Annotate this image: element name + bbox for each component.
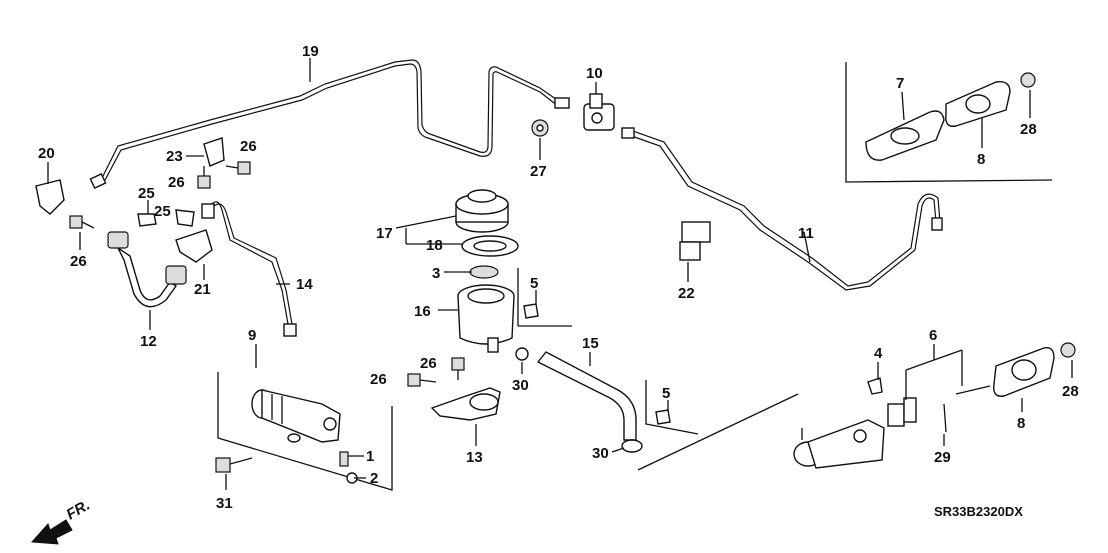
clutch-hose-12 [107,231,187,308]
front-direction-marker: FR. [30,497,93,545]
label-5-a: 5 [530,275,538,292]
label-8-a: 8 [977,151,985,168]
label-20: 20 [38,145,55,162]
label-28-b: 28 [1062,383,1079,400]
bracket-13 [430,387,501,421]
label-28-a: 28 [1020,121,1037,138]
label-26-d: 26 [420,355,437,372]
label-12: 12 [140,333,157,350]
pipe-joint-10 [583,93,615,131]
label-31: 31 [216,495,233,512]
cap-seal-18 [461,235,519,257]
label-25-a: 25 [138,185,155,202]
label-17: 17 [376,225,393,242]
label-4: 4 [874,345,883,362]
master-cylinder-frame [637,380,799,471]
diagram-code: SR33B2320DX [934,504,1023,519]
bolt-26-a [69,215,95,229]
label-18: 18 [426,237,443,254]
clip-4 [867,377,883,395]
clip-25-b [175,209,195,227]
label-9: 9 [248,327,256,344]
bracket-22 [679,221,711,261]
label-6: 6 [929,327,937,344]
ring-3 [469,265,499,279]
clip-5-b [655,409,671,425]
pushrod-6 [905,349,991,400]
gasket-7 [865,110,945,161]
plate-8-b [993,347,1055,397]
label-1: 1 [366,448,374,465]
label-11: 11 [798,225,814,242]
label-29: 29 [934,449,951,466]
label-21: 21 [194,281,211,298]
label-25-b: 25 [154,203,171,220]
reservoir-16 [457,284,515,353]
label-14: 14 [296,276,313,293]
slave-cylinder-9 [251,389,341,443]
front-marker-text: FR. [64,497,93,524]
clip-5-a [523,303,539,319]
clamp-30-b [621,439,643,453]
label-3: 3 [432,265,440,282]
label-5-b: 5 [662,385,670,402]
label-7: 7 [896,75,904,92]
label-16: 16 [414,303,431,320]
bolt-26-d [451,357,465,380]
clutch-pipe-14 [201,201,297,337]
pin-29 [943,403,947,433]
label-22: 22 [678,285,695,302]
nut-28-a [1020,72,1036,88]
label-8-b: 8 [1017,415,1025,432]
master-cylinder [793,397,917,469]
label-30-b: 30 [592,445,609,462]
label-19: 19 [302,43,319,60]
bracket-23 [203,137,225,167]
label-26-b: 26 [168,174,185,191]
leader-lines [47,58,1073,490]
part-labels: 19 10 27 20 23 26 26 25 25 26 21 14 12 1… [38,43,1079,512]
bolt-31 [215,457,253,473]
slave-cylinder-frame [217,372,393,491]
bracket-21 [175,229,213,263]
reservoir-cap-17 [455,189,509,233]
label-26-c: 26 [70,253,87,270]
bolt-26-e [407,373,437,387]
nut-27 [531,119,549,137]
bolt-26-b [197,166,211,189]
bracket-20 [35,179,65,215]
bolt-26-c [225,161,251,175]
label-23: 23 [166,148,183,165]
label-10: 10 [586,65,603,82]
label-26-e: 26 [370,371,387,388]
label-15: 15 [582,335,599,352]
label-27: 27 [530,163,547,180]
plate-8-a [945,81,1011,127]
label-26-a: 26 [240,138,257,155]
gasket-inset-frame [845,62,1053,183]
clutch-pipe-11 [621,127,943,291]
label-30-a: 30 [512,377,529,394]
clutch-pipe-19 [89,59,570,189]
clamp-30-a [515,347,529,361]
label-2: 2 [370,470,378,487]
clip-25-a [137,213,157,227]
nut-28-b [1060,342,1076,358]
reservoir-hose-15 [536,351,637,441]
label-13: 13 [466,449,483,466]
bleeder-screw-1 [339,451,349,467]
